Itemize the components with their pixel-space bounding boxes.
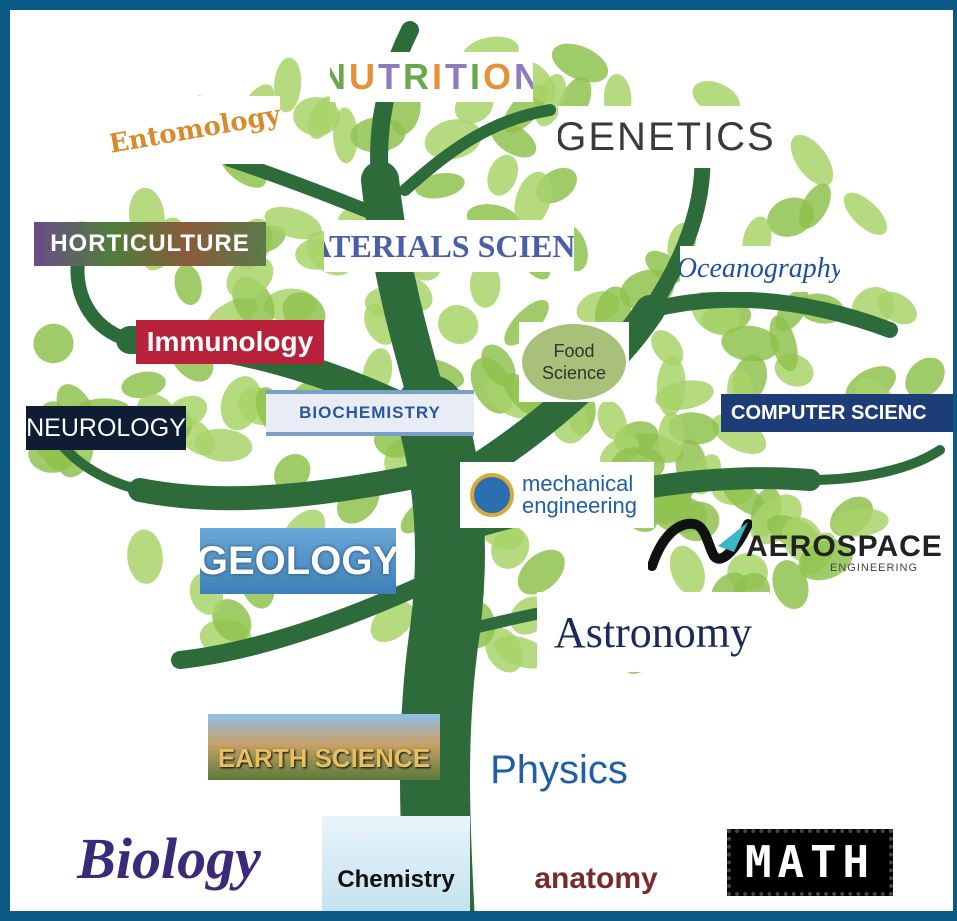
- mechanical-engineering-text: mechanical engineering: [522, 471, 637, 518]
- leaf: [264, 206, 322, 240]
- leaf: [798, 539, 853, 581]
- leaf: [194, 428, 253, 462]
- leaf: [831, 508, 889, 537]
- leaf: [274, 454, 311, 492]
- biochemistry-label: BIOCHEMISTRY: [266, 390, 474, 436]
- geology-label: GEOLOGY: [200, 528, 396, 594]
- leaf: [438, 305, 479, 344]
- leaf: [769, 315, 798, 372]
- anatomy-label: anatomy: [506, 818, 686, 904]
- leaf: [127, 529, 163, 584]
- leaf: [487, 154, 519, 196]
- leaf: [212, 599, 252, 642]
- nutrition-label: NUTRITION: [330, 52, 533, 102]
- neurology-label: NEUROLOGY: [26, 406, 186, 450]
- leaf: [843, 192, 887, 235]
- food-science-line1: Food: [553, 341, 595, 361]
- physics-label: Physics: [474, 740, 644, 800]
- materials-science-label: MATERIALS SCIENCE: [324, 220, 574, 272]
- biology-label: Biology: [77, 825, 261, 891]
- leaf: [514, 171, 552, 229]
- aerospace-subtitle: ENGINEERING: [830, 562, 919, 574]
- leaf: [655, 380, 714, 411]
- leaf: [772, 560, 809, 610]
- leaf: [424, 119, 482, 160]
- entomology-label: Entomology: [110, 96, 280, 164]
- mechanical-engineering-label: mechanical engineering: [460, 462, 654, 528]
- leaf: [470, 262, 501, 308]
- wing-swoosh-icon: [648, 518, 752, 571]
- genetics-label: GENETICS: [558, 106, 773, 168]
- food-science-label: Food Science: [519, 322, 629, 402]
- math-label: MATH: [700, 820, 920, 904]
- aerospace-title: AEROSPACE: [746, 530, 942, 563]
- leaf: [551, 43, 609, 83]
- leaf: [669, 545, 706, 596]
- leaf: [721, 325, 780, 362]
- leaf: [293, 97, 341, 136]
- leaf: [657, 412, 685, 463]
- leaf: [790, 134, 834, 186]
- leaf: [651, 330, 684, 366]
- leaf: [415, 172, 465, 199]
- globe-gear-icon: [470, 473, 514, 517]
- astronomy-label: Astronomy: [537, 592, 769, 672]
- aerospace-engineering-label: AEROSPACE ENGINEERING: [642, 512, 942, 576]
- chemistry-label: Chemistry: [322, 816, 470, 911]
- leaf: [798, 183, 831, 229]
- earth-science-label: EARTH SCIENCE: [208, 714, 440, 780]
- leaf: [226, 255, 274, 300]
- leaf: [33, 323, 74, 364]
- leaf: [484, 627, 523, 673]
- leaf: [597, 400, 627, 441]
- leaf: [121, 371, 166, 399]
- leaf: [273, 57, 302, 113]
- leaf: [490, 121, 537, 158]
- immunology-label: Immunology: [136, 320, 324, 364]
- food-science-circle: Food Science: [522, 324, 626, 400]
- leaf: [220, 376, 262, 431]
- horticulture-label: HORTICULTURE: [34, 222, 266, 266]
- food-science-line2: Science: [541, 363, 607, 383]
- leaf: [876, 291, 917, 325]
- computer-science-label: COMPUTER SCIENC: [721, 394, 953, 432]
- leaf: [905, 357, 945, 398]
- leaf: [517, 549, 565, 595]
- oceanography-label: Oceanography: [680, 246, 840, 292]
- leaf: [174, 264, 202, 305]
